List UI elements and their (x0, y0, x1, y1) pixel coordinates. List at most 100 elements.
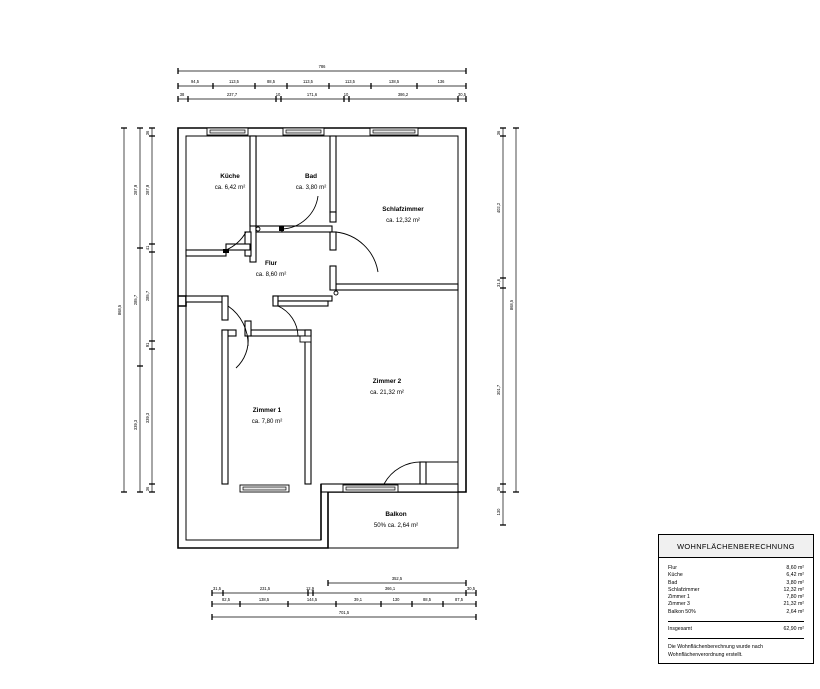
dim-bottom-b-7: 87,5 (455, 597, 464, 602)
dim-bottom-b-2: 138,5 (259, 597, 270, 602)
dim-right-3: 31,6 (496, 278, 501, 287)
legend-footnote-line1: Die Wohnflächenberechnung wurde nach (668, 644, 764, 651)
legend-title: WOHNFLÄCHENBERECHNUNG (677, 541, 795, 551)
window-bad (282, 127, 325, 136)
legend-row-label: Zimmer 3 (668, 601, 690, 608)
wall-zimmer1-door-jamb (244, 320, 252, 337)
windows (206, 127, 419, 493)
legend-total-label: Insgesamt (668, 626, 692, 633)
dim-left-overall: 868,5 (117, 304, 122, 315)
legend-row-value: 6,42 m² (786, 572, 804, 579)
dim-bottom-a-1: 31,5 (213, 586, 222, 591)
door-bad (281, 195, 319, 230)
dim-top-a-3: 88,5 (267, 79, 276, 84)
room-label-zimmer2: Zimmer 2 (373, 378, 402, 385)
wall-schlafzimmer-jamb-a (329, 211, 337, 223)
building-walls (177, 127, 467, 549)
left-dimension-chains: 868,5 287,9 285,7 339,3 36 287,9 41 285,… (117, 127, 155, 493)
legend-row-label: Zimmer 1 (668, 594, 690, 601)
dim-right-overall: 868,5 (509, 299, 514, 310)
wall-flur-bottom-jamb (272, 295, 279, 307)
room-label-schlafzimmer: Schlafzimmer (382, 206, 424, 213)
door-symbols (255, 226, 339, 296)
dim-left-outer-1: 36 (145, 130, 150, 135)
dim-bottom-a-2: 231,5 (260, 586, 271, 591)
room-label-flur: Flur (265, 260, 278, 267)
wall-schlafzimmer-jamb-b (329, 231, 337, 251)
wall-balkon-door-jamb (419, 461, 427, 485)
dim-right-5: 36 (496, 486, 501, 491)
dim-bottom-a-4: 366,1 (385, 586, 396, 591)
dim-top-b-2: 237,7 (227, 92, 238, 97)
room-area-kueche: ca. 6,42 m² (215, 184, 245, 191)
dim-top-b-4: 386,2 (398, 92, 409, 97)
room-label-zimmer1: Zimmer 1 (253, 407, 282, 414)
wall-zimmer1-top-right (250, 329, 312, 337)
wall-niche (299, 335, 312, 343)
window-zimmer2 (342, 484, 399, 493)
dim-right-4: 301,7 (496, 384, 501, 395)
room-area-bad: ca. 3,80 m² (296, 184, 326, 191)
dim-top-b-small-2: 10 (344, 92, 349, 97)
dim-top-a-1: 94,5 (191, 79, 200, 84)
dim-left-outer-5: 91 (145, 342, 150, 347)
dim-right-1: 36 (496, 130, 501, 135)
wall-flur-bottom-b (277, 300, 329, 307)
wall-flur-bottom-a (272, 295, 333, 302)
legend-row: Balkon 50% 2,64 m² (668, 609, 804, 616)
dim-bottom-b-5: 130 (393, 597, 401, 602)
window-zimmer1 (239, 484, 290, 493)
room-area-schlafzimmer: ca. 12,32 m² (386, 217, 420, 224)
legend-row-value: 8,60 m² (786, 565, 804, 571)
wall-bad-bottom-right (281, 225, 333, 233)
dim-bottom-overall: 701,5 (339, 610, 350, 615)
dim-top-a-4: 113,5 (303, 79, 314, 84)
dim-top-a-6: 138,5 (389, 79, 400, 84)
dim-right-2: 402,2 (496, 202, 501, 213)
wall-balkon-outline (327, 492, 459, 549)
legend-body: Flur 8,60 m² Küche 6,42 m² Bad 3,80 m² S… (659, 558, 813, 659)
legend-header: WOHNFLÄCHENBERECHNUNG (659, 535, 813, 558)
dim-left-inner-1: 287,9 (133, 184, 138, 195)
room-label-bad: Bad (305, 173, 317, 180)
wall-schlafzimmer-bottom (335, 283, 459, 291)
legend-row-label: Küche (668, 572, 683, 579)
room-label-kueche: Küche (220, 173, 240, 180)
dim-bottom-a-5: 30,5 (467, 586, 476, 591)
dim-left-outer-2: 287,9 (145, 184, 150, 195)
dim-right-6: 130 (496, 508, 501, 516)
legend-row-label: Flur (668, 565, 677, 571)
dim-bottom-b-4: 39,1 (354, 597, 363, 602)
wall-bad-left (249, 135, 257, 227)
legend-total-value: 62,90 m² (783, 626, 804, 633)
dim-bottom-a-3: 12,9 (306, 586, 315, 591)
room-area-balkon: 50% ca. 2,64 m² (374, 522, 418, 529)
room-area-zimmer1: ca. 7,80 m² (252, 418, 282, 425)
dim-left-outer-3: 41 (145, 245, 150, 250)
dim-left-outer-7: 36 (145, 486, 150, 491)
legend-row: Zimmer 3 21,32 m² (668, 601, 804, 608)
legend-row-label: Bad (668, 579, 678, 586)
wall-schlafzimmer-left (329, 135, 337, 213)
legend-footnote-line2: Wohnflächenverordnung erstellt. (668, 651, 743, 658)
door-balkon (383, 461, 424, 485)
legend-row-value: 12,32 m² (783, 586, 804, 593)
bottom-dimension-chains: 352,5 31,5 231,5 12,9 366,1 30,5 82,5 13… (211, 576, 477, 620)
dim-top-b-5: 30,5 (458, 92, 467, 97)
wall-schlafzimmer-bottom-jamb (329, 265, 337, 291)
legend-row-value: 21,32 m² (783, 601, 804, 608)
legend-row: Schlafzimmer 12,32 m² (668, 587, 804, 594)
dim-left-outer-4: 285,7 (145, 290, 150, 301)
dim-top-b-3: 171,6 (307, 92, 318, 97)
legend-row: Bad 3,80 m² (668, 580, 804, 587)
dim-top-a-2: 113,5 (229, 79, 240, 84)
door-schlafzimmer (335, 231, 379, 273)
legend-row-value: 7,80 m² (786, 594, 804, 601)
door-zimmer1 (235, 335, 249, 369)
legend-row-label: Schlafzimmer (668, 586, 700, 593)
dim-top-overall: 786 (319, 64, 327, 69)
legend-footnote: Die Wohnflächenberechnung wurde nach Woh… (668, 638, 804, 658)
legend-row: Zimmer 1 7,80 m² (668, 594, 804, 601)
